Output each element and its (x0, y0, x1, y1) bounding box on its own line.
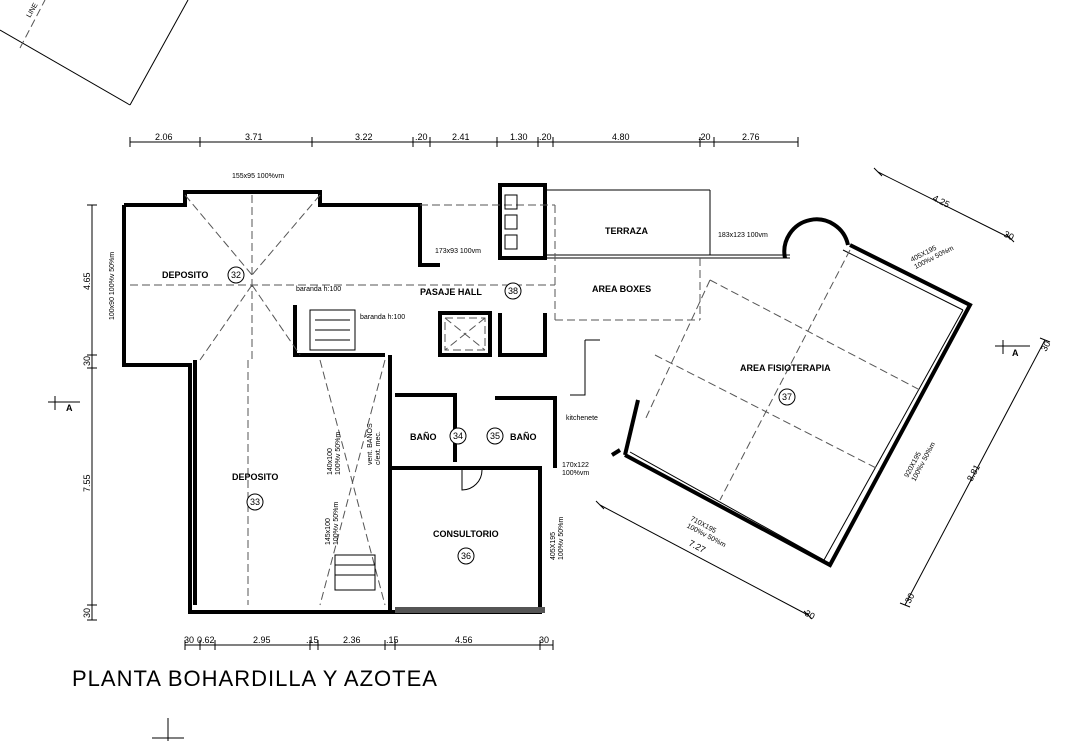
note-baranda-2: baranda h:100 (360, 314, 405, 321)
room-number-38: 38 (508, 286, 518, 296)
top-dimension-line: 2.06 3.71 3.22 .20 2.41 1.30 .20 4.80 .2… (129, 132, 799, 147)
room-number-circle (778, 388, 796, 406)
dim-top-1: 2.06 (155, 132, 173, 142)
dim-diag-right: 8.81 (965, 463, 982, 483)
dim-top-3: 3.22 (355, 132, 373, 142)
note-window-fisio-right: 920X195100%v 50%m (904, 437, 938, 482)
dim-bottom-7: 4.56 (455, 635, 473, 645)
dim-diag-right-bottom: 30 (903, 591, 917, 605)
left-dimension-line: 4.65 30 7.55 30 (82, 204, 97, 621)
dim-diag-bottom-end: 30 (803, 608, 817, 622)
dim-left-2: 30 (82, 356, 92, 366)
room-name-bano-35: BAÑO (510, 432, 537, 442)
plan-title: PLANTA BOHARDILLA Y AZOTEA (72, 666, 438, 691)
note-baranda-1: baranda h:100 (296, 286, 341, 293)
room-number-36: 36 (461, 551, 471, 561)
dim-diag-right-top: 30 (1039, 339, 1053, 353)
room-number-circle (227, 266, 245, 284)
room-number-circle (449, 427, 467, 445)
dim-top-10: 2.76 (742, 132, 760, 142)
dim-left-3: 7.55 (82, 474, 92, 492)
stairs (309, 194, 518, 591)
note-window-top: 155x95 100%vm (232, 173, 284, 180)
property-line: LINE (0, 0, 189, 106)
room-name-deposito-33: DEPOSITO (232, 472, 278, 482)
dim-left-1: 4.65 (82, 272, 92, 290)
dim-bottom-1: 30 (184, 635, 194, 645)
room-name-deposito-32: DEPOSITO (162, 270, 208, 280)
room-number-33: 33 (250, 497, 260, 507)
note-window-consultorio: 405X195100%v 50%m (550, 517, 565, 560)
room-number-circle (486, 427, 504, 445)
dim-diag-top-right-end: 30 (1002, 229, 1015, 242)
dim-bottom-6: .15 (386, 635, 399, 645)
dim-bottom-2: 0.62 (197, 635, 215, 645)
fisioterapia-area (610, 243, 973, 568)
note-window-left: 100x90 100%v 50%m (109, 252, 116, 320)
room-name-consultorio: CONSULTORIO (433, 529, 499, 539)
section-marker-right: A (995, 340, 1030, 358)
note-window-fisio-top: 405X195100%v 50%m (910, 238, 955, 271)
room-number-circle (457, 547, 475, 565)
room-number-34: 34 (453, 431, 463, 441)
section-marker-left: A (48, 396, 80, 413)
building-walls (122, 183, 850, 614)
dim-top-8: 4.80 (612, 132, 630, 142)
dim-top-6: 1.30 (510, 132, 528, 142)
note-window-dep-2: 145x100100%v 50%m (325, 502, 340, 545)
room-labels: DEPOSITO 32 DEPOSITO 33 BAÑO 34 BAÑO 35 … (162, 226, 831, 565)
room-name-pasaje-hall: PASAJE HALL (420, 287, 482, 297)
dim-top-7: .20 (539, 132, 552, 142)
note-window-hall: 173x93 100vm (435, 248, 481, 255)
dim-top-2: 3.71 (245, 132, 263, 142)
dim-bottom-8: 30 (539, 635, 549, 645)
dim-top-4: .20 (415, 132, 428, 142)
dim-bottom-4: .15 (306, 635, 319, 645)
dim-bottom-5: 2.36 (343, 635, 361, 645)
room-name-area-fisioterapia: AREA FISIOTERAPIA (740, 363, 831, 373)
diagonal-dimensions: 4.25 30 8.81 30 30 7.27 30 (595, 167, 1053, 622)
svg-text:A: A (1012, 348, 1019, 358)
north-marker (152, 718, 184, 741)
room-number-circle (246, 493, 264, 511)
note-window-dep-1: 140x100100%v 50%m (327, 432, 342, 475)
note-window-terraza: 183x123 100vm (718, 232, 768, 239)
room-number-32: 32 (231, 270, 241, 280)
room-name-area-boxes: AREA BOXES (592, 284, 651, 294)
room-number-37: 37 (782, 392, 792, 402)
note-kitchenete: kitchenete (566, 415, 598, 422)
dim-bottom-3: 2.95 (253, 635, 271, 645)
room-name-terraza: TERRAZA (605, 226, 648, 236)
roof-lines (130, 194, 701, 606)
room-name-bano-34: BAÑO (410, 432, 437, 442)
room-number-circle (504, 282, 522, 300)
dim-left-4: 30 (82, 608, 92, 618)
bottom-dimension-line: 30 0.62 2.95 .15 2.36 .15 4.56 30 (184, 635, 554, 650)
room-number-35: 35 (490, 431, 500, 441)
corner-label: LINE (26, 2, 40, 19)
note-vent: vent. BAÑOSc/ext. mec. (365, 423, 382, 465)
dim-top-5: 2.41 (452, 132, 470, 142)
dim-top-9: .20 (698, 132, 711, 142)
svg-text:A: A (66, 403, 73, 413)
